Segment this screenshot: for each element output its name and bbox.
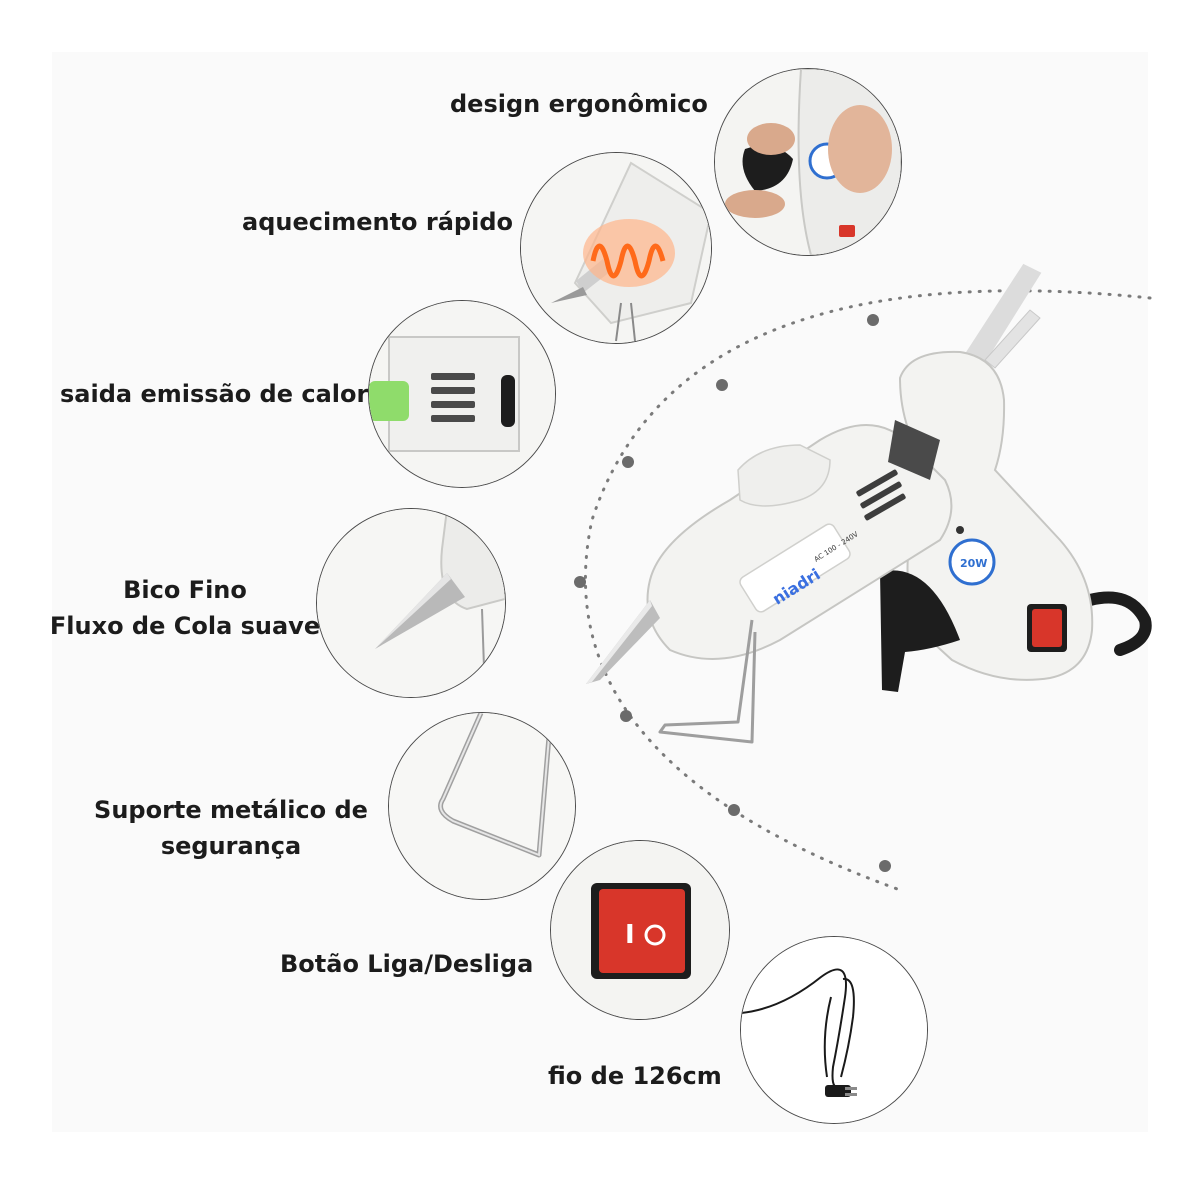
detail-circle-nozzle xyxy=(316,508,506,698)
label-saida-calor: saida emissão de calor xyxy=(60,380,369,408)
power-cord xyxy=(1084,591,1152,656)
label-botao-liga-desliga: Botão Liga/Desliga xyxy=(280,950,534,978)
detail-circle-vents xyxy=(368,300,556,488)
label-suporte-line1: Suporte metálico de xyxy=(94,796,368,824)
label-design-ergonomico: design ergonômico xyxy=(450,90,708,118)
detail-circle-grip xyxy=(714,68,902,256)
label-suporte-line2: segurança xyxy=(160,832,302,860)
power-badge xyxy=(948,538,996,586)
label-suporte-metalico: Suporte metálico de segurança xyxy=(86,792,376,864)
glue-stick-end xyxy=(984,309,1041,369)
label-bico-line1: Bico Fino xyxy=(123,576,247,604)
power-badge-text: 20W xyxy=(960,557,987,570)
switch-photo: I xyxy=(551,841,729,1019)
label-aquecimento-rapido: aquecimento rápido xyxy=(242,208,513,236)
indicator-led xyxy=(956,526,964,534)
vent-slots xyxy=(856,469,906,521)
label-fio: fio de 126cm xyxy=(548,1062,722,1090)
metal-stand xyxy=(658,619,757,744)
dotted-arc xyxy=(583,289,1152,892)
trigger xyxy=(880,570,960,692)
arc-dot xyxy=(728,804,740,816)
arc-dot xyxy=(716,379,728,391)
vents-photo xyxy=(369,301,555,487)
cable-photo xyxy=(741,937,927,1123)
nozzle-photo xyxy=(317,509,505,697)
detail-circle-stand xyxy=(388,712,576,900)
label-bico-line2: Fluxo de Cola suave xyxy=(49,612,321,640)
arc-dot xyxy=(574,576,586,588)
arc-dot xyxy=(622,456,634,468)
glue-stick xyxy=(959,263,1042,368)
grip-photo xyxy=(715,69,901,255)
arc-dot xyxy=(867,314,879,326)
label-plate xyxy=(739,523,851,613)
glue-window xyxy=(888,420,940,480)
stand-photo xyxy=(389,713,575,899)
arc-dot xyxy=(879,860,891,872)
arc-markers xyxy=(574,314,891,872)
barrel-ridge xyxy=(737,444,831,507)
glue-gun: niadri AC 100 - 240V 20W xyxy=(586,263,1152,744)
detail-circle-cable xyxy=(740,936,928,1124)
onoff-switch-rocker xyxy=(1032,609,1062,647)
svg-text:I: I xyxy=(625,920,635,950)
label-bico-fino: Bico Fino Fluxo de Cola suave xyxy=(40,572,330,644)
detail-circle-switch: I xyxy=(550,840,730,1020)
arc-dot xyxy=(620,710,632,722)
